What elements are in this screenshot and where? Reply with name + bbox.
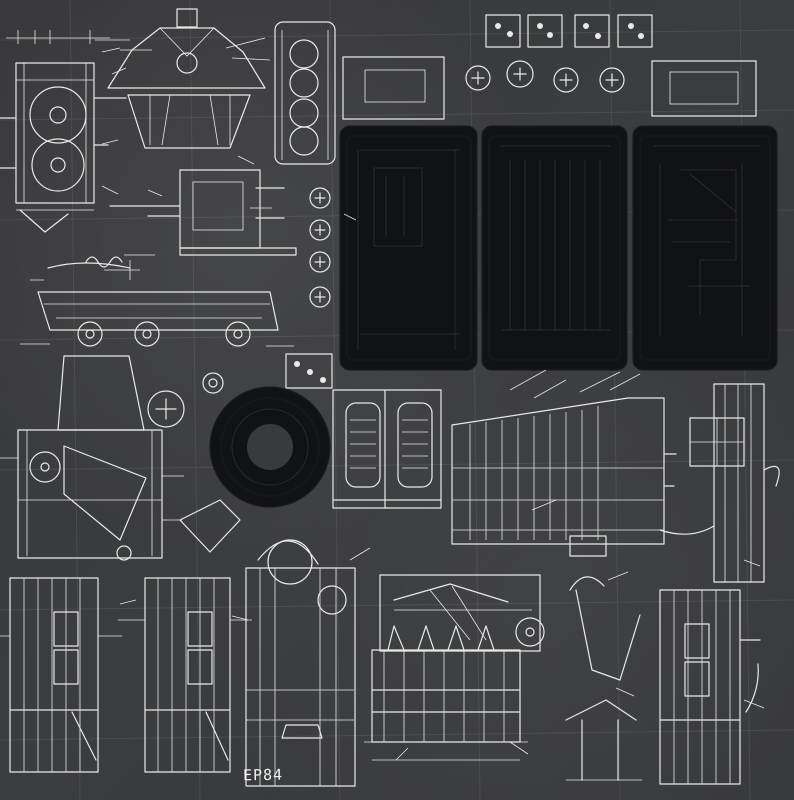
right-column-device <box>659 383 780 583</box>
rail-mechanism <box>20 279 294 347</box>
bottom-right-tall-device <box>659 589 761 785</box>
pipe-organ-mechanism <box>451 369 677 557</box>
bottom-center-machinery <box>379 574 545 652</box>
center-top-frame <box>274 21 445 165</box>
small-circular-parts <box>147 372 224 428</box>
hopper-assembly <box>95 8 271 149</box>
top-right-icon-grid <box>465 14 757 117</box>
middle-lower-mechanism <box>179 499 356 787</box>
gloss-panel-group <box>339 125 778 371</box>
gauge-cluster <box>285 187 333 389</box>
top-left-mechanism <box>0 30 127 233</box>
coil-assembly <box>332 389 442 509</box>
bottom-left-tall-device-2 <box>118 577 252 773</box>
bottom-left-tall-device-1 <box>0 577 122 773</box>
signature-label: EP84 <box>242 765 284 785</box>
glossy-ring <box>209 386 331 508</box>
bottom-right-clamp <box>565 576 642 781</box>
typeface-mechanism <box>364 625 528 761</box>
left-frame-assembly <box>47 169 297 280</box>
annotation-leaders <box>101 47 765 761</box>
left-lower-camera-device <box>0 355 184 561</box>
